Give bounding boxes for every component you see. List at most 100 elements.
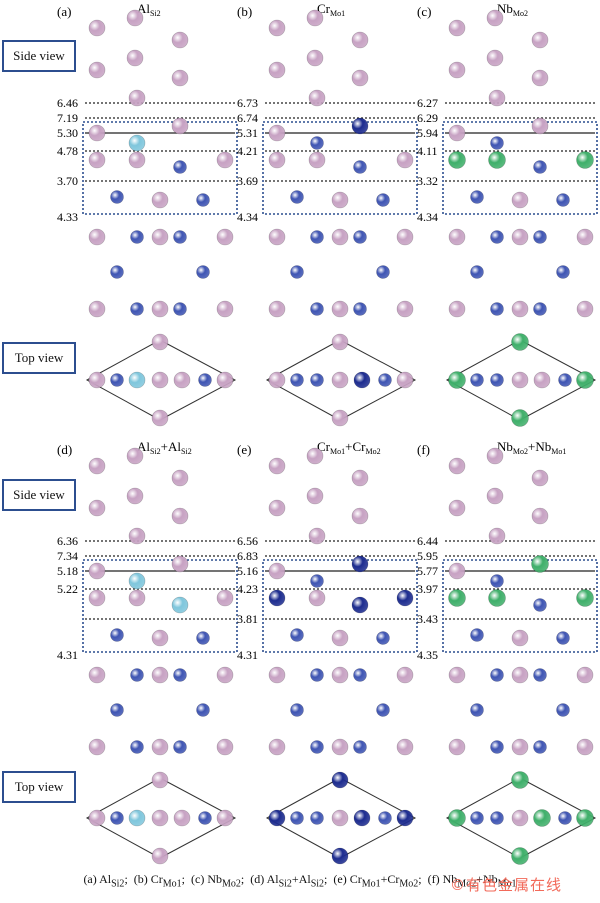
si-atom [533,740,547,754]
mo-atom [448,228,466,246]
si-atom [490,740,504,754]
cr-atom [396,809,414,827]
unit-cell-outline [85,339,237,421]
si-atom [310,811,324,825]
distance-label: 5.22 [57,582,78,596]
mo-atom [88,738,106,756]
unit-cell-outline [265,339,417,421]
mo-atom [448,124,466,142]
nb-atom [488,151,506,169]
si-atom [310,136,324,150]
distance-label: 3.69 [237,174,258,188]
mo-atom [216,589,234,607]
title-text: +Cr [345,439,366,454]
si-atom [353,160,367,174]
mo-atom [88,228,106,246]
al-atom [128,572,146,590]
si-atom [173,740,187,754]
si-atom [290,373,304,387]
panel-letter: (a) [57,4,71,19]
si-atom [173,668,187,682]
mo-atom [151,333,169,351]
mo-atom [151,191,169,209]
mo-atom [151,371,169,389]
si-atom [110,703,124,717]
mo-atom [151,771,169,789]
si-atom [490,373,504,387]
nb-atom [576,809,594,827]
mo-atom [126,49,144,67]
mo-atom [486,487,504,505]
si-atom [290,703,304,717]
nb-atom [576,589,594,607]
panel-title: NbMo2 [497,1,528,18]
mo-atom [486,49,504,67]
title-subscript: Si2 [150,9,161,18]
title-text: Nb [497,439,513,454]
unit-cell-outline [445,777,597,859]
mo-atom [268,738,286,756]
si-atom [376,265,390,279]
mo-atom [216,371,234,389]
mo-atom [351,31,369,49]
si-atom [310,668,324,682]
distance-label: 5.95 [417,549,438,563]
mo-atom [88,562,106,580]
title-subscript: Si2 [150,447,161,456]
mo-atom [151,738,169,756]
mo-atom [268,300,286,318]
mo-atom [308,89,326,107]
al-atom [128,134,146,152]
mo-atom [511,191,529,209]
mo-atom [331,738,349,756]
nb-atom [576,151,594,169]
si-atom [353,740,367,754]
si-atom [196,703,210,717]
mo-atom [488,527,506,545]
distance-label: 4.78 [57,144,78,158]
distance-label: 7.19 [57,111,78,125]
mo-atom [126,447,144,465]
mo-atom [396,151,414,169]
nb-atom [448,589,466,607]
mo-atom [151,409,169,427]
mo-atom [331,809,349,827]
mo-atom [511,228,529,246]
si-atom [470,373,484,387]
mo-atom [396,228,414,246]
mo-atom [448,61,466,79]
si-atom [110,265,124,279]
mo-atom [511,371,529,389]
mo-atom [531,117,549,135]
distance-label: 6.46 [57,96,78,110]
nb-atom [448,151,466,169]
cr-atom [353,809,371,827]
si-atom [130,230,144,244]
si-atom [110,628,124,642]
si-atom [196,265,210,279]
mo-atom [331,629,349,647]
distance-label: 4.33 [57,210,78,224]
distance-label: 5.30 [57,126,78,140]
mo-atom [268,151,286,169]
cr-atom [351,117,369,135]
si-atom [196,631,210,645]
si-atom [470,811,484,825]
distance-label: 4.31 [237,648,258,662]
mo-atom [531,69,549,87]
mo-atom [151,666,169,684]
mo-atom [308,151,326,169]
si-atom [353,668,367,682]
nb-atom [511,847,529,865]
distance-label: 7.34 [57,549,78,563]
mo-atom [331,666,349,684]
substitution-region-box [442,559,598,653]
mo-atom [331,300,349,318]
mo-atom [126,487,144,505]
title-subscript: Mo2 [513,9,528,18]
top-view-text: Top view [14,350,64,365]
distance-label: 5.18 [57,564,78,578]
mo-atom [331,191,349,209]
si-atom [353,302,367,316]
unit-cell-outline [445,339,597,421]
